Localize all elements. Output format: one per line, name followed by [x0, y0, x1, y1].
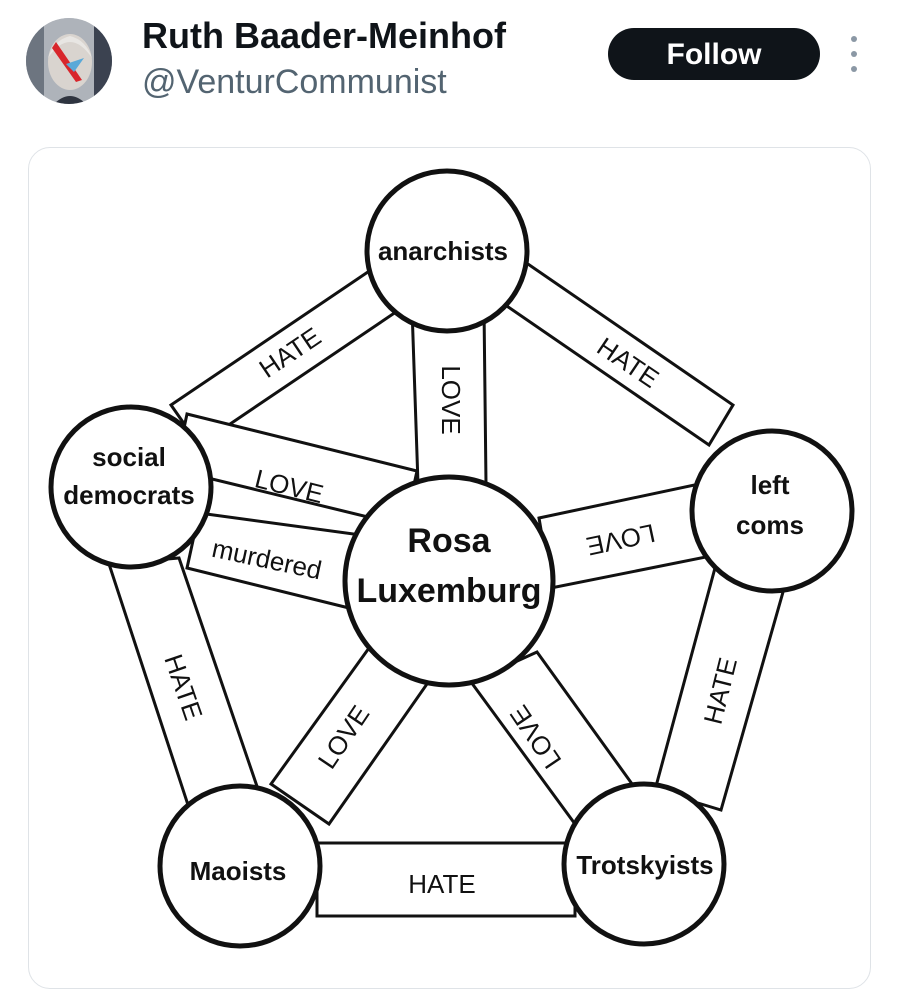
more-dots-icon[interactable]	[838, 32, 870, 76]
node-trotskyists-label: Trotskyists	[576, 850, 713, 880]
node-social-democrats-label-1: social	[92, 442, 166, 472]
node-anarchists-label: anarchists	[378, 236, 508, 266]
avatar-photo-icon	[26, 18, 112, 104]
node-rosa-luxemburg-label-2: Luxemburg	[356, 572, 541, 610]
avatar[interactable]	[26, 18, 112, 104]
dot	[851, 36, 857, 42]
dot	[851, 51, 857, 57]
relationship-diagram: HATE HATE LOVE LOVE murdered LOVE HATE H…	[48, 168, 855, 949]
node-anarchists-circle	[364, 168, 530, 334]
node-maoists-label: Maoists	[190, 856, 287, 886]
tweet-header: Ruth Baader-Meinhof @VenturCommunist Fol…	[0, 0, 899, 130]
node-rosa-luxemburg-label-1: Rosa	[407, 522, 491, 560]
node-left-coms-label-1: left	[751, 470, 790, 500]
author-handle[interactable]: @VenturCommunist	[142, 63, 447, 101]
edge-label-anarchists-rosa: LOVE	[436, 365, 466, 434]
author-display-name[interactable]: Ruth Baader-Meinhof	[142, 15, 506, 56]
node-labels: anarchists social democrats left coms Ro…	[63, 236, 804, 886]
edge-bands	[106, 248, 789, 918]
node-maoists-circle	[157, 783, 323, 949]
node-left-coms-label-2: coms	[736, 510, 804, 540]
edge-label-maoists-trotskyists: HATE	[408, 869, 475, 899]
tweet-media-image[interactable]: HATE HATE LOVE LOVE murdered LOVE HATE H…	[28, 147, 871, 989]
node-trotskyists-circle	[561, 781, 727, 947]
node-rosa-luxemburg-circle	[342, 474, 556, 688]
node-social-democrats-label-2: democrats	[63, 480, 195, 510]
dot	[851, 66, 857, 72]
node-social-democrats-circle	[48, 404, 214, 570]
edge-labels: HATE HATE LOVE LOVE murdered LOVE HATE H…	[158, 321, 743, 899]
follow-button[interactable]: Follow	[608, 28, 820, 80]
node-left-coms-circle	[689, 428, 855, 594]
node-circles	[48, 168, 855, 949]
